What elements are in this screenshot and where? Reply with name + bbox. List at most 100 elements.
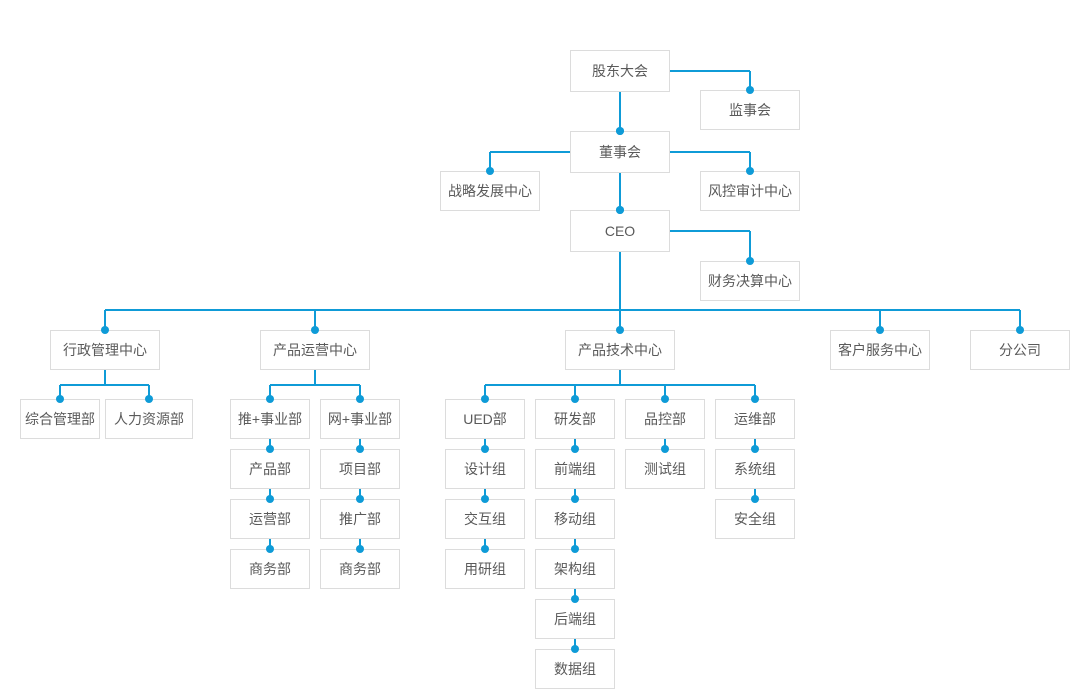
- org-node-admin[interactable]: 行政管理中心: [50, 330, 160, 370]
- org-node-label: 研发部: [554, 411, 596, 427]
- org-node-label: 运维部: [734, 411, 776, 427]
- dot-bus-child: [616, 326, 624, 334]
- org-node-rd_arch[interactable]: 架构组: [535, 549, 615, 589]
- org-node-label: 用研组: [464, 561, 506, 577]
- dot-qa_test: [661, 445, 669, 453]
- org-node-label: 运营部: [249, 511, 291, 527]
- org-node-rd_back[interactable]: 后端组: [535, 599, 615, 639]
- org-node-label: 前端组: [554, 461, 596, 477]
- org-node-ops_tech[interactable]: 运维部: [715, 399, 795, 439]
- org-node-ops_project[interactable]: 项目部: [320, 449, 400, 489]
- dot-bus-child: [876, 326, 884, 334]
- org-node-label: 商务部: [339, 561, 381, 577]
- org-node-label: 架构组: [554, 561, 596, 577]
- org-node-label: 网+事业部: [327, 411, 393, 427]
- dot-ued_inter: [481, 495, 489, 503]
- org-node-admin_general[interactable]: 综合管理部: [20, 399, 100, 439]
- org-node-prodtech[interactable]: 产品技术中心: [565, 330, 675, 370]
- dot-bus-child: [1016, 326, 1024, 334]
- org-node-ued_inter[interactable]: 交互组: [445, 499, 525, 539]
- org-node-branch[interactable]: 分公司: [970, 330, 1070, 370]
- dot-bus-child: [311, 326, 319, 334]
- org-node-ued[interactable]: UED部: [445, 399, 525, 439]
- dot-bus-child: [56, 395, 64, 403]
- dot-riskaudit: [746, 167, 754, 175]
- org-node-ued_research[interactable]: 用研组: [445, 549, 525, 589]
- dot-ued_design: [481, 445, 489, 453]
- dot-strategy: [486, 167, 494, 175]
- org-node-ops_biz1[interactable]: 商务部: [230, 549, 310, 589]
- org-node-rd_data[interactable]: 数据组: [535, 649, 615, 689]
- org-node-strategy[interactable]: 战略发展中心: [440, 171, 540, 211]
- org-node-label: 系统组: [734, 461, 776, 477]
- org-node-ops_operate[interactable]: 运营部: [230, 499, 310, 539]
- dot-ops_biz2: [356, 545, 364, 553]
- dot-ops_project: [356, 445, 364, 453]
- org-node-service[interactable]: 客户服务中心: [830, 330, 930, 370]
- dot-ops_security: [751, 495, 759, 503]
- dot-board: [616, 127, 624, 135]
- org-node-label: 分公司: [999, 342, 1041, 358]
- org-node-label: 行政管理中心: [63, 342, 147, 358]
- org-node-label: 综合管理部: [25, 411, 95, 427]
- dot-ued_research: [481, 545, 489, 553]
- org-node-label: 产品部: [249, 461, 291, 477]
- org-node-ued_design[interactable]: 设计组: [445, 449, 525, 489]
- org-node-ops_wang[interactable]: 网+事业部: [320, 399, 400, 439]
- dot-finance: [746, 257, 754, 265]
- dot-bus-child: [145, 395, 153, 403]
- org-node-riskaudit[interactable]: 风控审计中心: [700, 171, 800, 211]
- org-node-board[interactable]: 董事会: [570, 131, 670, 173]
- org-node-ops_tui[interactable]: 推+事业部: [230, 399, 310, 439]
- org-node-label: 推+事业部: [237, 411, 303, 427]
- org-node-label: 风控审计中心: [708, 183, 792, 199]
- dot-rd_back: [571, 595, 579, 603]
- dot-rd_front: [571, 445, 579, 453]
- dot-ops_operate: [266, 495, 274, 503]
- dot-bus-child: [751, 395, 759, 403]
- dot-rd_arch: [571, 545, 579, 553]
- dot-ops_product: [266, 445, 274, 453]
- org-node-supervisors[interactable]: 监事会: [700, 90, 800, 130]
- org-node-rd_mobile[interactable]: 移动组: [535, 499, 615, 539]
- org-node-shareholders[interactable]: 股东大会: [570, 50, 670, 92]
- org-node-ceo[interactable]: CEO: [570, 210, 670, 252]
- org-node-label: 战略发展中心: [448, 183, 532, 199]
- org-node-prodops[interactable]: 产品运营中心: [260, 330, 370, 370]
- org-node-qa[interactable]: 品控部: [625, 399, 705, 439]
- dot-ops_system: [751, 445, 759, 453]
- dot-ceo: [616, 206, 624, 214]
- org-node-finance[interactable]: 财务决算中心: [700, 261, 800, 301]
- dot-supervisors: [746, 86, 754, 94]
- org-node-label: 股东大会: [592, 63, 648, 79]
- dot-bus-child: [661, 395, 669, 403]
- org-node-label: 数据组: [554, 661, 596, 677]
- org-node-ops_biz2[interactable]: 商务部: [320, 549, 400, 589]
- org-node-label: 客户服务中心: [838, 342, 922, 358]
- org-node-label: 移动组: [554, 511, 596, 527]
- org-node-label: 监事会: [729, 102, 771, 118]
- org-node-rd_front[interactable]: 前端组: [535, 449, 615, 489]
- org-node-label: 产品技术中心: [578, 342, 662, 358]
- dot-rd_data: [571, 645, 579, 653]
- org-node-ops_product[interactable]: 产品部: [230, 449, 310, 489]
- org-node-ops_promote[interactable]: 推广部: [320, 499, 400, 539]
- org-node-ops_system[interactable]: 系统组: [715, 449, 795, 489]
- org-node-label: 商务部: [249, 561, 291, 577]
- org-node-label: 推广部: [339, 511, 381, 527]
- org-node-label: CEO: [604, 223, 636, 239]
- org-node-label: 财务决算中心: [708, 273, 792, 289]
- org-node-qa_test[interactable]: 测试组: [625, 449, 705, 489]
- dot-bus-child: [356, 395, 364, 403]
- org-node-label: 品控部: [644, 411, 686, 427]
- dot-bus-child: [481, 395, 489, 403]
- org-node-label: 后端组: [554, 611, 596, 627]
- org-node-admin_hr[interactable]: 人力资源部: [105, 399, 193, 439]
- org-node-ops_security[interactable]: 安全组: [715, 499, 795, 539]
- org-node-rd[interactable]: 研发部: [535, 399, 615, 439]
- dot-bus-child: [266, 395, 274, 403]
- org-node-label: 产品运营中心: [273, 342, 357, 358]
- dot-ops_biz1: [266, 545, 274, 553]
- dot-bus-child: [571, 395, 579, 403]
